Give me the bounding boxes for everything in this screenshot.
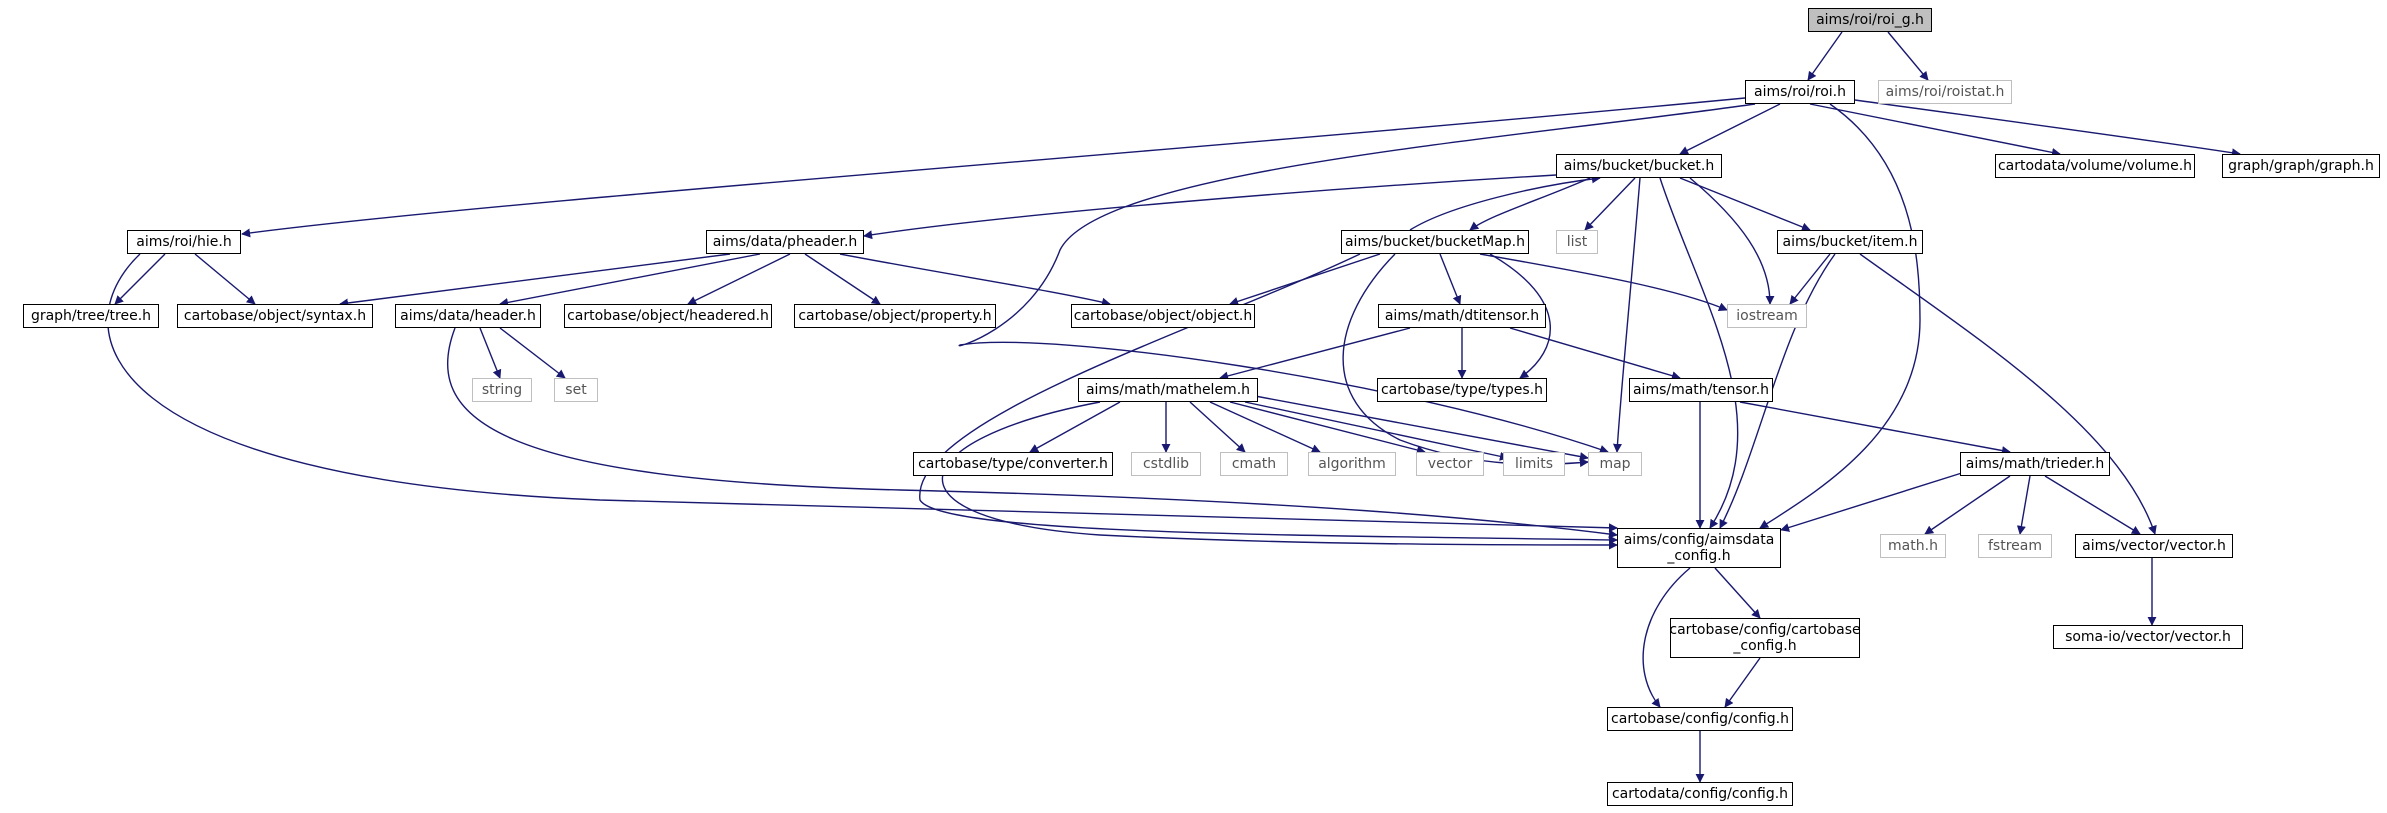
edge-header-string (479, 327, 502, 379)
node-set: set (554, 378, 598, 402)
node-vector[interactable]: aims/vector/vector.h (2075, 534, 2233, 558)
node-algorithm: algorithm (1308, 452, 1396, 476)
edge-bucket-aimsdata (1659, 177, 1739, 529)
edge-pheader-object (839, 253, 1111, 307)
node-limits: limits (1503, 452, 1565, 476)
node-converter[interactable]: cartobase/type/converter.h (913, 452, 1113, 476)
edge-mathelem-vectorstd (1229, 401, 1426, 455)
edge-mathelem-limits (1244, 401, 1509, 461)
node-syntax[interactable]: cartobase/object/syntax.h (177, 304, 373, 328)
edge-bucketmap-dtitensor (1439, 253, 1462, 305)
edge-bucket-pheader (863, 174, 1557, 240)
node-property[interactable]: cartobase/object/property.h (794, 304, 996, 328)
node-tree[interactable]: graph/tree/tree.h (23, 304, 159, 328)
node-cartobase-config[interactable]: cartobase/config/cartobase _config.h (1669, 618, 1861, 658)
node-iostream: iostream (1727, 304, 1807, 328)
edge-header-set (499, 327, 566, 379)
node-fstream: fstream (1978, 534, 2052, 558)
edge-item-vector (1859, 253, 2157, 535)
node-list: list (1556, 230, 1598, 254)
edge-aimsdata-config (1642, 567, 1691, 708)
edge-aimsdata-cbconfig (1714, 567, 1761, 619)
edge-roi_g-roi (1807, 31, 1843, 81)
edge-bucket-item (1679, 177, 1811, 232)
edge-bucketmap-iostream (1479, 253, 1728, 311)
edge-roi-volume (1809, 103, 2061, 157)
edge-bucket-iostream (1689, 177, 1775, 305)
edge-bucketmap-types (1489, 253, 1551, 379)
node-hie[interactable]: aims/roi/hie.h (127, 230, 241, 254)
node-item[interactable]: aims/bucket/item.h (1777, 230, 1923, 254)
edge-pheader-syntax (339, 253, 731, 308)
node-math-h: math.h (1880, 534, 1946, 558)
edge-hie-tree (114, 253, 166, 305)
edge-dtitensor-mathelem (1219, 327, 1411, 381)
edge-mathelem-converter (1029, 401, 1121, 453)
edge-trieder-fstream (2016, 475, 2031, 535)
node-cartodata-config-h[interactable]: cartodata/config/config.h (1607, 782, 1793, 806)
node-roi-g[interactable]: aims/roi/roi_g.h (1808, 8, 1932, 32)
node-soma-vector[interactable]: soma-io/vector/vector.h (2053, 625, 2243, 649)
edge-roi-map (958, 103, 1756, 454)
edge-mathelem-map (1254, 395, 1589, 461)
edge-mathelem-algorithm (1209, 401, 1321, 453)
edge-bucketmap-aimsdata (919, 253, 1618, 545)
node-tensor[interactable]: aims/math/tensor.h (1629, 378, 1773, 402)
node-pheader[interactable]: aims/data/pheader.h (706, 230, 864, 254)
edge-pheader-headered (687, 253, 791, 305)
edge-trieder-vector (2044, 475, 2141, 535)
node-cartobase-config-h[interactable]: cartobase/config/config.h (1607, 707, 1793, 731)
edge-roi_g-roistat (1887, 31, 1929, 81)
node-headered[interactable]: cartobase/object/headered.h (564, 304, 772, 328)
node-cmath: cmath (1220, 452, 1288, 476)
node-aimsdata-config[interactable]: aims/config/aimsdata _config.h (1617, 528, 1781, 568)
node-volume[interactable]: cartodata/volume/volume.h (1995, 154, 2195, 178)
edge-mathelem-cmath (1189, 401, 1246, 453)
node-bucketmap[interactable]: aims/bucket/bucketMap.h (1341, 230, 1529, 254)
edge-mathelem-aimsdata (941, 401, 1618, 550)
edge-bucketmap-bucket (1409, 174, 1601, 231)
edge-trieder-mathh (1924, 475, 2011, 535)
edge-dtitensor-tensor (1509, 327, 1681, 381)
edge-trieder-aimsdata (1780, 471, 1966, 532)
node-mathelem[interactable]: aims/math/mathelem.h (1078, 378, 1258, 402)
node-object[interactable]: cartobase/object/object.h (1071, 304, 1255, 328)
edge-cbconfig-config (1724, 657, 1761, 708)
node-roi[interactable]: aims/roi/roi.h (1745, 80, 1855, 104)
edge-bucket-map (1612, 177, 1641, 453)
edge-item-iostream (1789, 253, 1831, 305)
node-vector-std: vector (1416, 452, 1484, 476)
node-dtitensor[interactable]: aims/math/dtitensor.h (1378, 304, 1546, 328)
edge-roi-hie (241, 97, 1746, 238)
node-map: map (1588, 452, 1642, 476)
node-bucket[interactable]: aims/bucket/bucket.h (1556, 154, 1722, 178)
edge-bucket-bucketmap (1469, 177, 1591, 231)
node-string: string (472, 378, 532, 402)
node-roistat: aims/roi/roistat.h (1878, 80, 2012, 104)
edge-header-aimsdata (447, 327, 1618, 539)
edge-bucket-list (1584, 177, 1636, 231)
edge-pheader-property (804, 253, 881, 305)
edge-pheader-header (499, 253, 761, 307)
edge-hie-syntax (194, 253, 256, 305)
edge-roi-aimsdata (1759, 103, 1921, 529)
edge-roi-graph (1854, 99, 2241, 158)
node-types[interactable]: cartobase/type/types.h (1377, 378, 1547, 402)
edge-tensor-trieder (1739, 401, 2011, 455)
node-graph[interactable]: graph/graph/graph.h (2222, 154, 2380, 178)
edge-roi-bucket (1679, 103, 1781, 155)
node-trieder[interactable]: aims/math/trieder.h (1960, 452, 2110, 476)
node-cstdlib: cstdlib (1131, 452, 1201, 476)
node-header[interactable]: aims/data/header.h (395, 304, 541, 328)
